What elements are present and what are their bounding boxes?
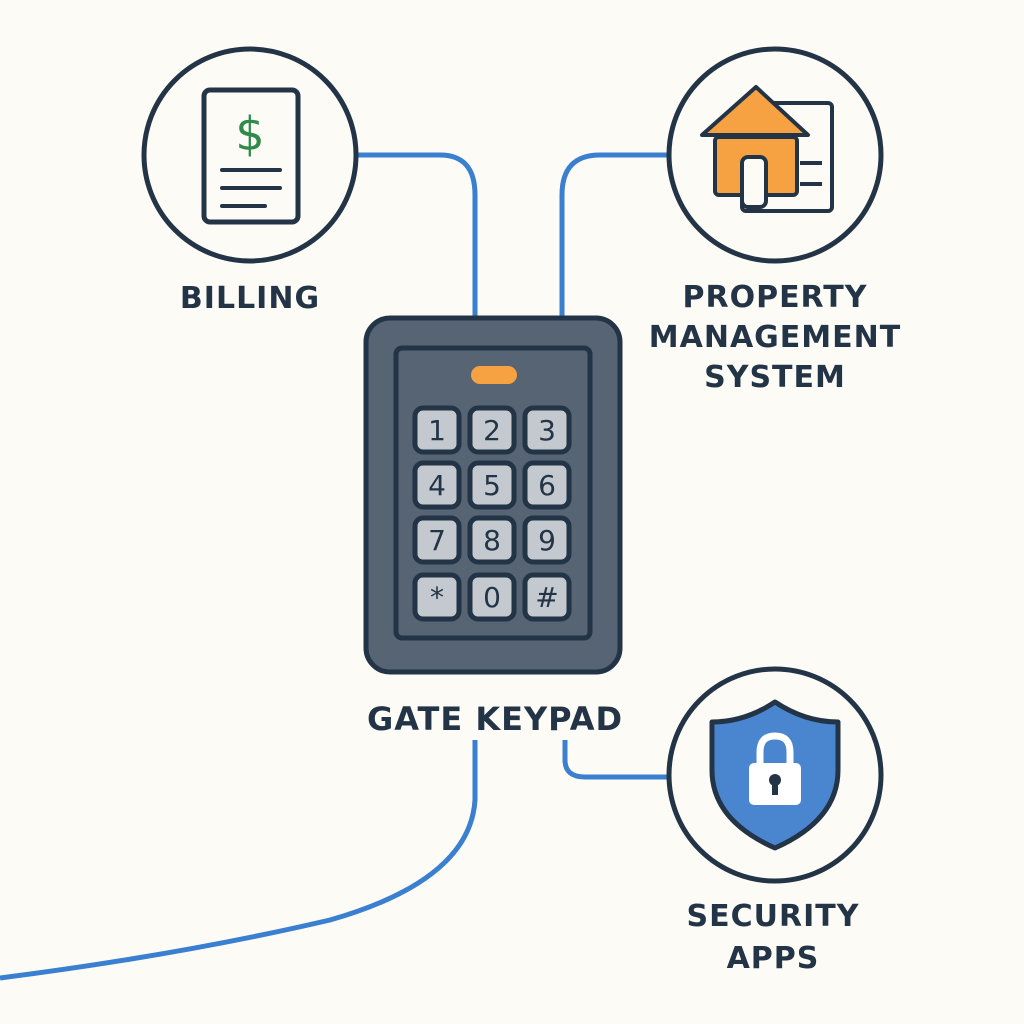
key-6[interactable]: 6 [522,460,572,510]
key-label: 1 [428,414,446,447]
key-label: * [430,581,444,614]
key-face [522,515,572,565]
key-label: 0 [483,581,501,614]
key-face [467,460,517,510]
key-face [522,405,572,455]
connector-external [0,740,478,981]
security-label-line-2: APPS [727,941,820,976]
key-2[interactable]: 2 [467,405,517,455]
key-face [412,405,462,455]
property-label-line-2: MANAGEMENT [649,320,901,355]
key-face [467,515,517,565]
key-1[interactable]: 1 [412,405,462,455]
key-label: 7 [428,524,446,557]
key-hash[interactable]: # [522,572,572,622]
shield-lock-icon [709,699,841,851]
key-9[interactable]: 9 [522,515,572,565]
key-face [522,460,572,510]
status-led [471,366,517,384]
key-label: 9 [538,524,556,557]
key-7[interactable]: 7 [412,515,462,565]
security-label-line-1: SECURITY [687,899,860,934]
key-face [467,405,517,455]
key-label: 6 [538,469,556,502]
key-label: 5 [483,469,501,502]
keypad-label: GATE KEYPAD [367,700,623,738]
key-0[interactable]: 0 [467,572,517,622]
key-face [412,572,462,622]
property-node[interactable]: PROPERTY MANAGEMENT SYSTEM [649,46,901,395]
key-label: 4 [428,469,446,502]
key-4[interactable]: 4 [412,460,462,510]
connectors [0,152,668,981]
billing-label: BILLING [180,281,320,316]
key-5[interactable]: 5 [467,460,517,510]
key-face [467,572,517,622]
key-star[interactable]: * [412,572,462,622]
property-label-line-3: SYSTEM [704,360,846,395]
dollar-symbol: $ [235,107,264,161]
security-node[interactable]: SECURITY APPS [666,666,884,976]
key-label: 2 [483,414,501,447]
billing-node[interactable]: $ BILLING [141,46,359,316]
connector-property [559,152,668,320]
invoice-dollar-icon: $ [201,87,301,225]
key-face [522,572,572,622]
key-face [412,460,462,510]
gate-keypad[interactable]: 1 2 3 4 5 6 7 8 9 * 0 # [363,315,623,675]
connector-security [562,740,668,780]
connector-billing [358,152,478,320]
key-8[interactable]: 8 [467,515,517,565]
house-document-icon [700,85,834,213]
key-label: # [535,581,558,614]
key-3[interactable]: 3 [522,405,572,455]
key-label: 3 [538,414,556,447]
key-face [412,515,462,565]
key-label: 8 [483,524,501,557]
property-label-line-1: PROPERTY [682,280,867,315]
